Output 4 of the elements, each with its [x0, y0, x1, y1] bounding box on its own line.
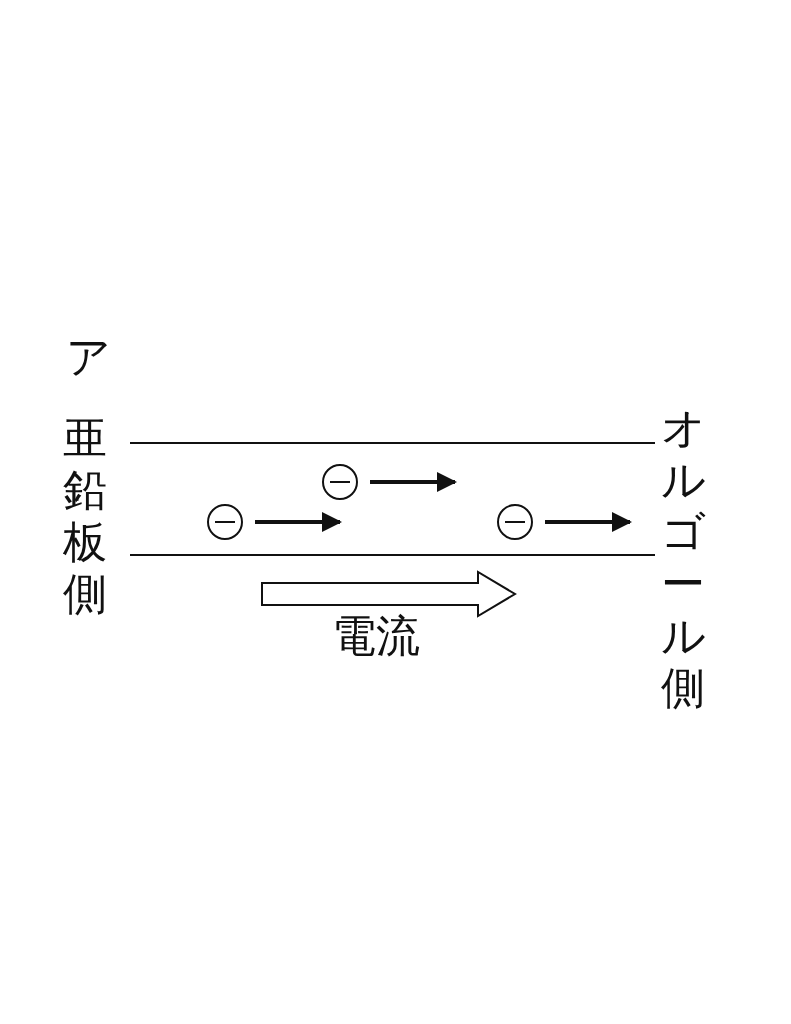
side-label: 亜鉛板側 — [62, 412, 108, 620]
panel-letter: ア — [66, 335, 111, 379]
side-label: オルゴール側 — [660, 402, 706, 714]
current-label: 電流 — [332, 614, 420, 658]
